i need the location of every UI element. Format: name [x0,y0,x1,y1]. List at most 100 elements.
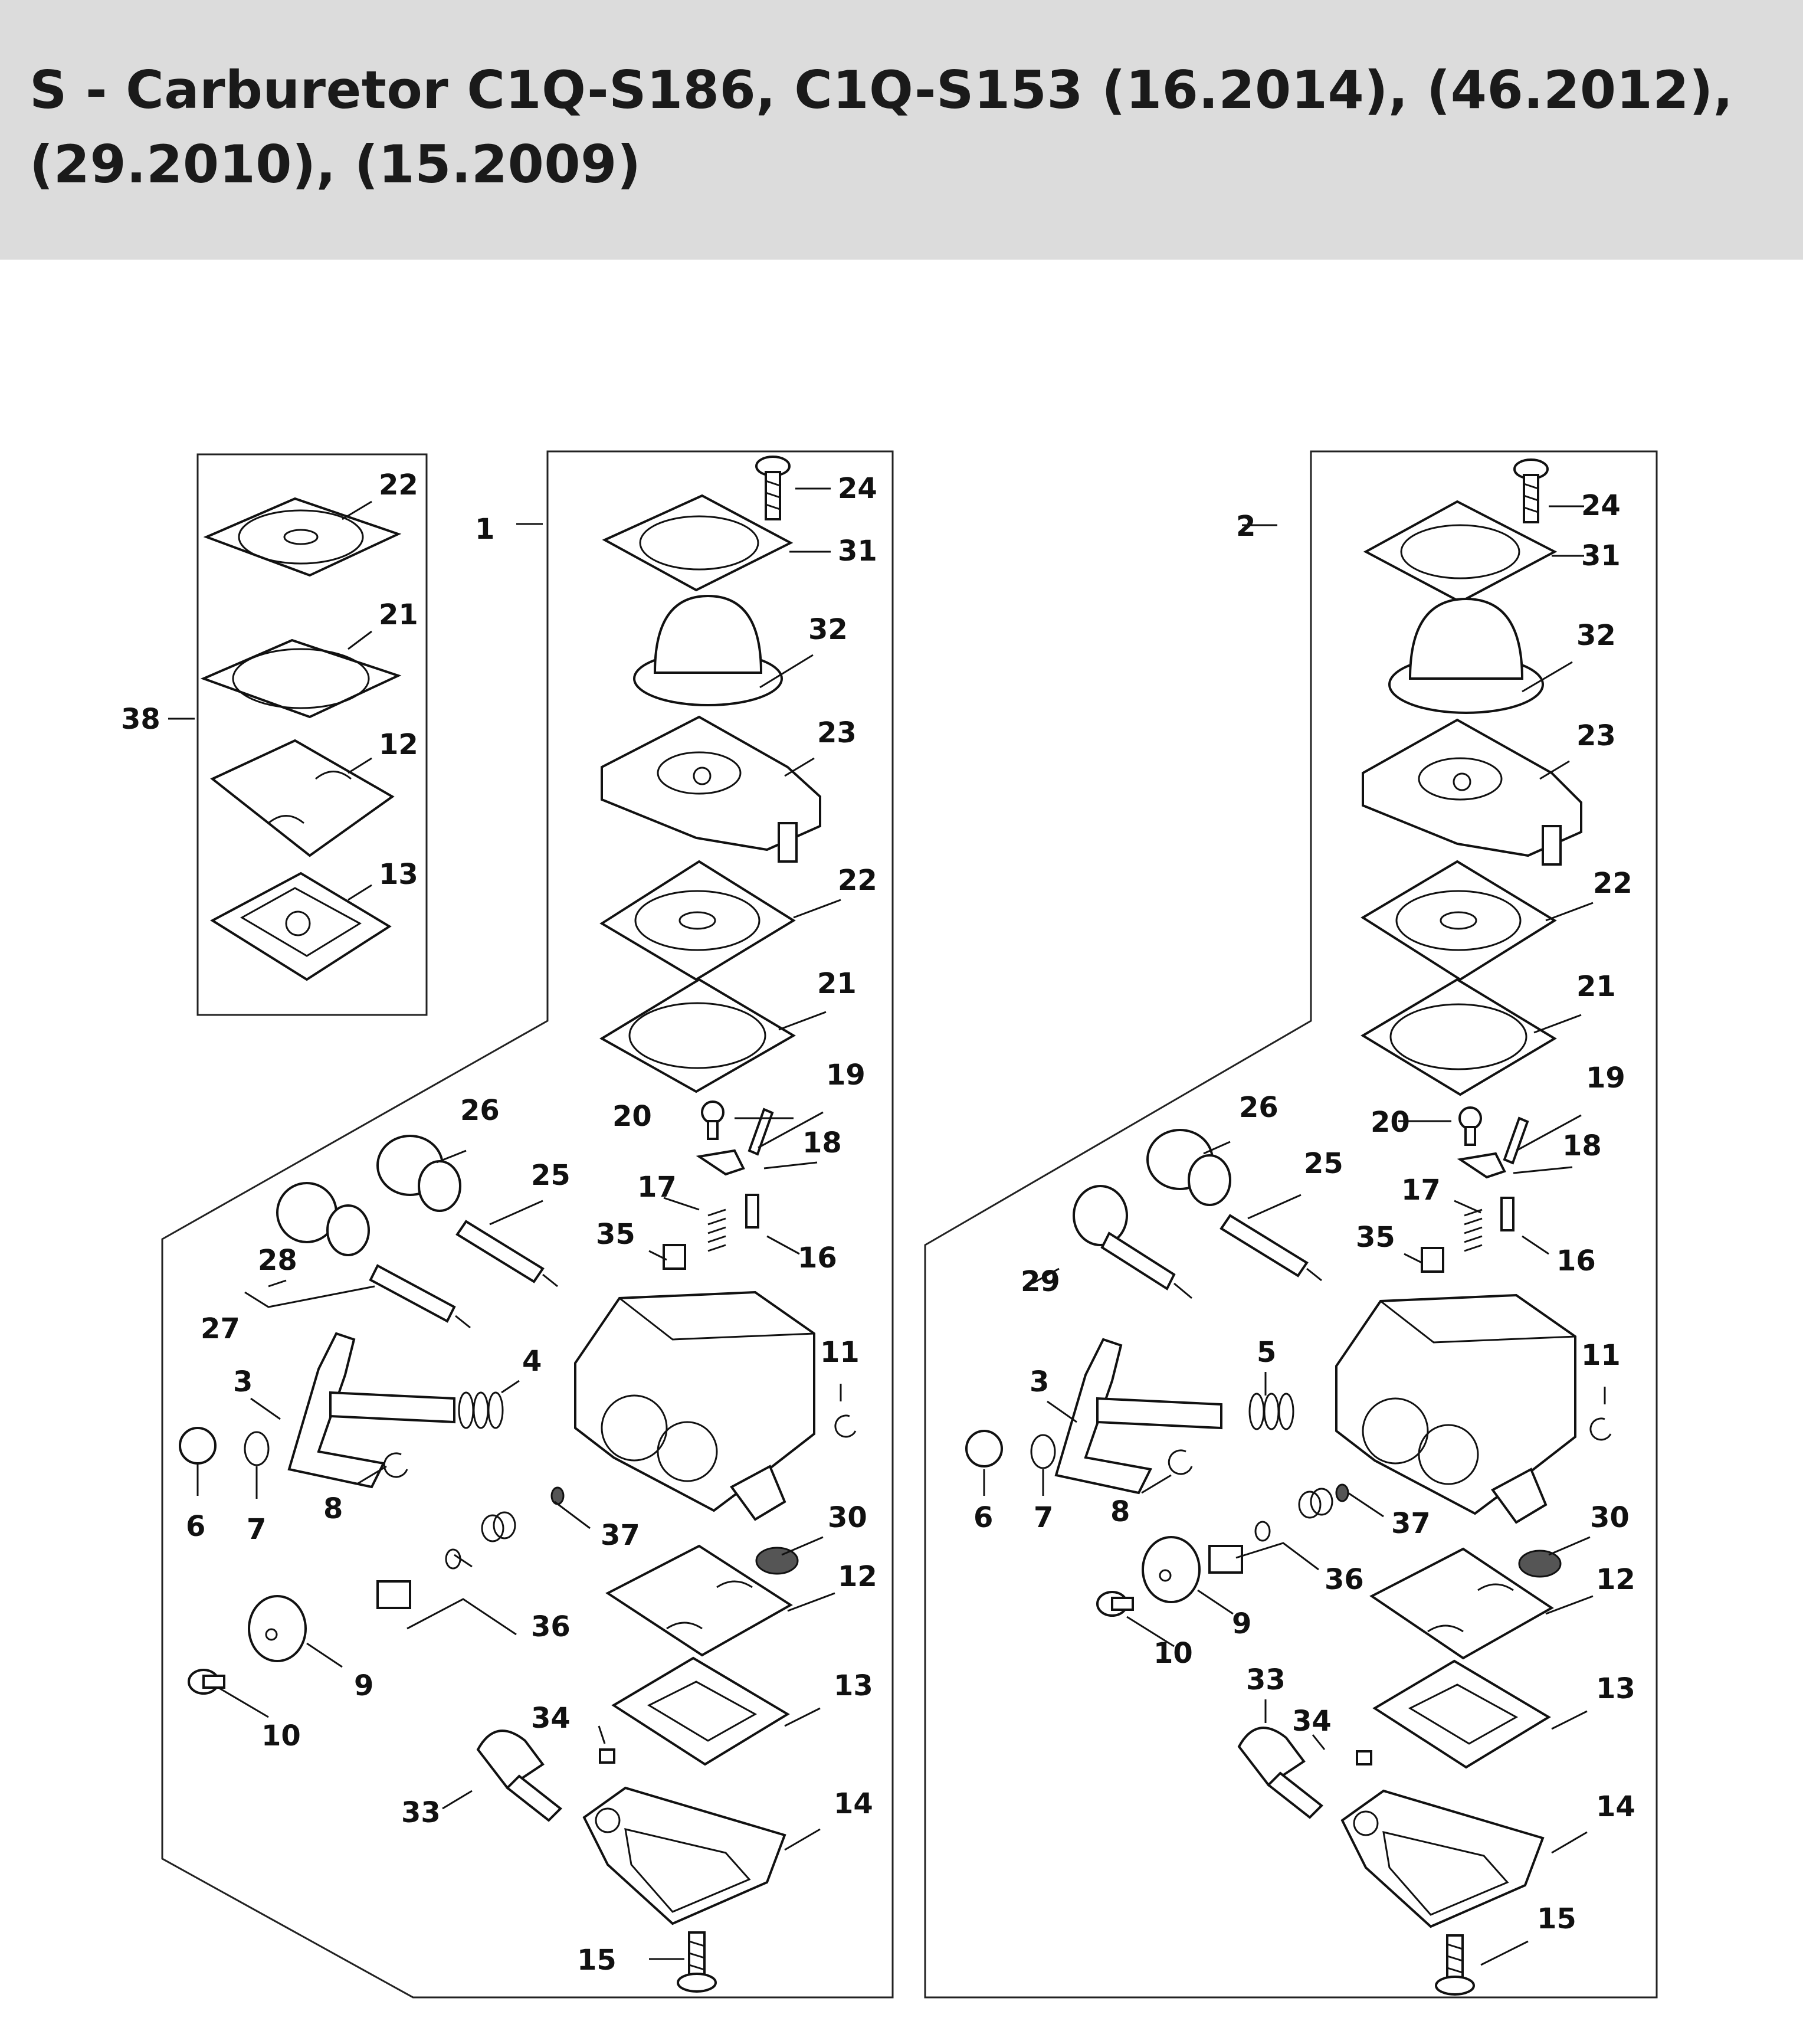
callout: 10 [261,1719,301,1753]
callout: 10 [1153,1637,1193,1670]
pump-cover-23-left [601,715,821,863]
callout: 9 [1232,1607,1251,1640]
callout: 18 [802,1126,842,1159]
assembly-1-frame [161,450,894,1999]
right-assembly [924,450,1658,1999]
callout: 11 [820,1336,860,1369]
callout: 7 [247,1513,266,1546]
callout: 27 [201,1312,240,1345]
callout: 34 [1292,1705,1332,1738]
callout: 33 [1246,1663,1286,1696]
callout: 18 [1562,1129,1602,1162]
callout: 19 [1586,1062,1625,1095]
callout: 20 [1371,1106,1410,1139]
gasket-21-kit [200,638,402,719]
pump-part-9-left [248,1595,307,1662]
callout: 34 [531,1702,571,1735]
callout: 5 [1257,1336,1276,1369]
callout: 11 [1581,1339,1621,1372]
pump-part-9-right [1142,1536,1201,1603]
callout: 12 [1596,1563,1635,1596]
callout: 12 [838,1560,877,1593]
callout: 14 [834,1787,873,1820]
callout: 20 [612,1100,652,1133]
screw-24-right [1513,458,1549,523]
callout: 25 [1304,1147,1343,1180]
jet-28-left [276,1182,370,1256]
callout: 38 [121,703,160,736]
jet-26-right [1146,1129,1231,1206]
callout: 37 [601,1519,640,1552]
callout: 7 [1034,1501,1053,1534]
left-assembly [161,450,894,1999]
callout: 24 [1581,489,1621,522]
callout: 37 [1391,1507,1431,1540]
small-parts-16-20-right [1421,1106,1529,1273]
callout: 26 [1239,1091,1279,1124]
jet-27-left [369,1264,471,1329]
callout: 3 [1030,1365,1049,1398]
needle-33-left [476,1729,563,1822]
callout: 28 [258,1244,297,1277]
end-cover-14-left [582,1786,786,1925]
callouts-right: 2 24 31 32 23 22 21 19 20 18 26 25 17 35… [973,489,1635,1935]
callout: 35 [1356,1221,1395,1254]
callout: 26 [460,1094,500,1127]
callout: 17 [1401,1174,1441,1207]
gasket-22-kit [203,497,402,577]
callout: 22 [838,864,877,897]
assembly-label-1: 1 [475,513,494,546]
gasket-21-right [1361,978,1557,1096]
leader-lines [168,487,1606,1966]
callout: 13 [834,1669,873,1702]
callout: 32 [1576,619,1616,652]
callout: 29 [1021,1265,1060,1298]
callouts-left: 22 21 12 13 38 24 31 32 23 22 21 19 20 1… [121,469,877,1977]
cover-gasket-31-left [602,494,794,592]
diaphragm-12-left [605,1544,793,1657]
throttle-shaft-3-right [1054,1338,1222,1495]
callout: 25 [531,1159,571,1192]
callout: 33 [401,1796,441,1829]
screw-24-left [755,456,791,520]
end-cover-14-right [1340,1789,1545,1928]
spring-4-left [458,1391,504,1429]
small-parts-16-20-left [663,1100,774,1270]
callout: 22 [1593,867,1632,900]
gasket-13-left [611,1656,790,1766]
callout: 15 [577,1944,617,1977]
diaphragm-22-right [1361,860,1557,981]
callout: 9 [354,1669,373,1702]
gasket-13-kit [210,872,392,981]
callout: 31 [838,535,877,568]
callout: 36 [531,1610,571,1643]
callout: 16 [798,1242,837,1275]
callout: 22 [379,469,418,502]
carburetor-body-right [1335,1293,1576,1524]
jet-26-left [376,1135,461,1212]
callout: 6 [186,1510,205,1543]
diaphragm-12-kit [210,739,395,857]
callout: 21 [817,967,857,1000]
callout: 4 [522,1345,542,1378]
assembly-2-frame [924,450,1658,1999]
pump-cover-23-right [1362,718,1582,866]
kit-38-frame [196,453,428,1016]
callout: 8 [1110,1495,1130,1528]
callout: 30 [828,1501,867,1534]
callout: 32 [808,613,848,646]
parts-36-37-left [376,1486,565,1609]
callout: 6 [973,1501,993,1534]
screw-10-right [1096,1591,1134,1617]
diaphragm-12-right [1369,1547,1554,1660]
parts-36-37-right [1208,1483,1349,1574]
callout: 14 [1596,1790,1635,1823]
callout: 31 [1581,539,1621,572]
screw-10-left [188,1669,225,1695]
page-header: S - Carburetor C1Q-S186, C1Q-S153 (16.20… [0,0,1803,260]
callout: 23 [817,716,857,749]
throttle-shaft-3-left [287,1332,455,1489]
callout: 24 [838,472,877,505]
callout: 3 [233,1365,253,1398]
screw-15-right [1435,1934,1475,1996]
